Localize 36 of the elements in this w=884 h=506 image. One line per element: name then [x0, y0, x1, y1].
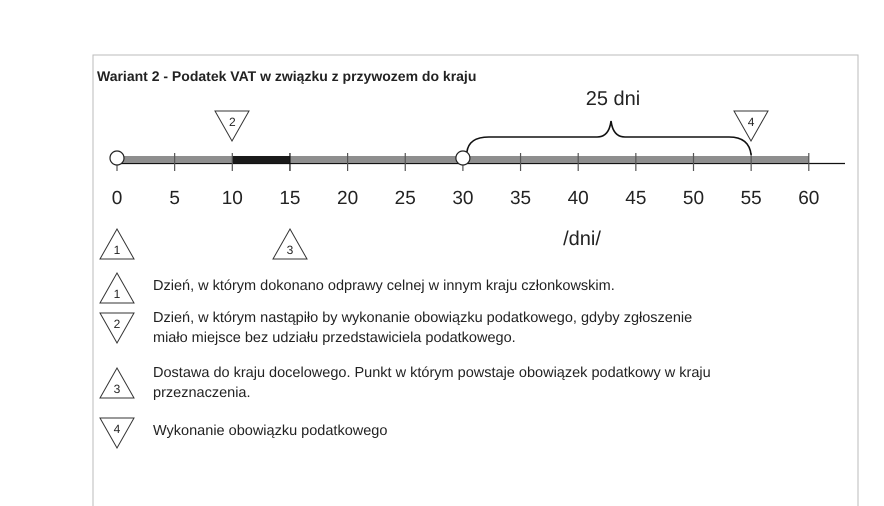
up-triangle-marker — [99, 228, 135, 260]
tick-label: 55 — [740, 188, 762, 210]
marker-number: 4 — [112, 422, 122, 436]
tick-label: 45 — [625, 188, 646, 210]
tick-label: 60 — [798, 188, 820, 210]
up-triangle-marker — [99, 272, 135, 304]
down-triangle-marker — [99, 417, 135, 449]
tick-label: 30 — [452, 188, 474, 210]
up-triangle-marker — [99, 367, 135, 399]
up-triangle-marker — [272, 228, 308, 260]
down-triangle-marker — [214, 110, 250, 142]
tick-label: 35 — [510, 188, 532, 210]
legend-description: Dostawa do kraju docelowego. Punkt w którym powstaje obowiązek podatkowy w kraju przeznaczenia. — [153, 364, 712, 403]
tick-label: 25 — [394, 188, 416, 210]
marker-number: 4 — [746, 115, 756, 129]
tick-label: 50 — [682, 188, 704, 210]
legend-description: Wykonanie obowiązku podatkowego — [153, 422, 388, 441]
marker-number: 3 — [286, 243, 294, 257]
tick-label: 5 — [169, 188, 180, 210]
tick-label: 40 — [568, 188, 589, 210]
marker-number: 3 — [112, 382, 122, 396]
marker-number: 2 — [112, 317, 122, 331]
axis-unit-label: /dni/ — [563, 228, 601, 251]
tick-label: 20 — [337, 188, 358, 210]
marker-number: 1 — [112, 287, 122, 301]
down-triangle-marker — [733, 110, 770, 142]
legend-description: Dzień, w którym nastąpiło by wykonanie obowiązku podatkowego, gdyby zgłoszenie miało miejsce bez udziału przedstawiciela podatkowego. — [153, 309, 694, 348]
duration-label: 25 dni — [586, 88, 640, 111]
tick-label: 15 — [279, 188, 300, 210]
diagram-title: Wariant 2 - Podatek VAT w związku z przywozem do kraju — [97, 68, 476, 84]
tick-label: 0 — [112, 188, 122, 210]
marker-number: 2 — [228, 115, 237, 129]
legend-description: Dzień, w którym dokonano odprawy celnej w innym kraju członkowskim. — [153, 277, 616, 296]
down-triangle-marker — [99, 312, 135, 344]
tick-label: 10 — [222, 188, 243, 210]
marker-number: 1 — [112, 243, 122, 257]
